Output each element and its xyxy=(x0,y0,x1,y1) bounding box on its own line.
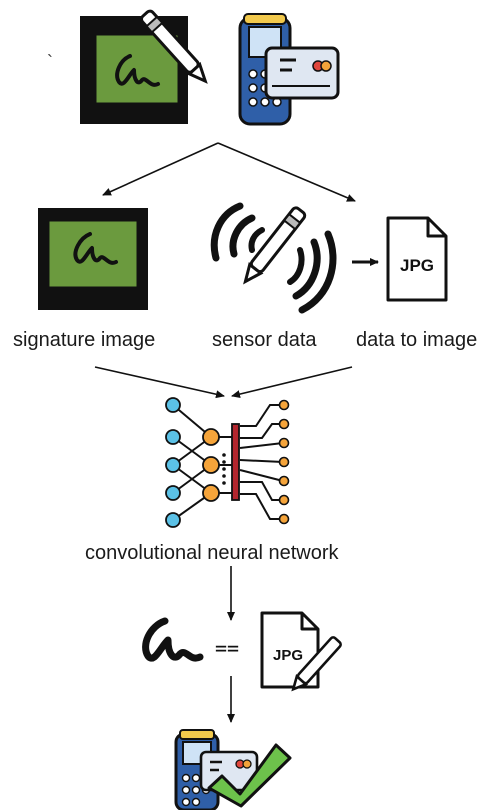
jpg-file-pen-icon: JPG xyxy=(260,611,342,692)
signature-screen-icon xyxy=(38,208,148,310)
equals-sign: == xyxy=(215,636,239,660)
neural-network-icon xyxy=(165,397,290,528)
jpg-label: JPG xyxy=(400,256,434,275)
stylus-signal-icon xyxy=(210,202,337,314)
cnn-label: convolutional neural network xyxy=(85,542,339,564)
split-arrows xyxy=(102,142,356,202)
jpg-file-icon: JPG xyxy=(386,216,448,302)
terminal-check-icon xyxy=(174,729,292,810)
signature-tablet-icon xyxy=(80,9,208,124)
signature-scribble-icon xyxy=(142,617,204,662)
signature-image-label: signature image xyxy=(13,329,156,351)
stray-mark: ` xyxy=(47,52,53,72)
payment-terminal-icon xyxy=(238,13,340,126)
sensor-data-label: sensor data xyxy=(212,329,317,351)
merge-arrows xyxy=(94,366,353,399)
jpg-label-small: JPG xyxy=(273,647,303,664)
data-to-image-label: data to image xyxy=(356,329,478,351)
